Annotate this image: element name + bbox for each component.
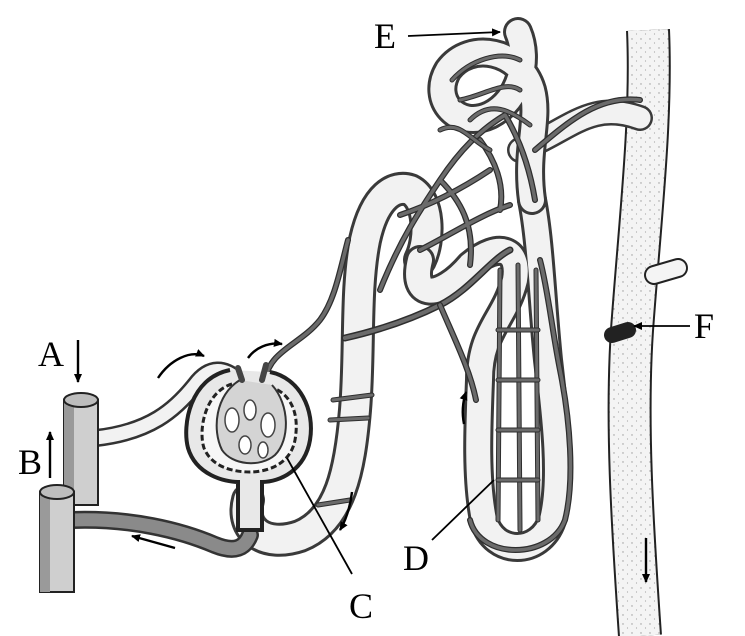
labels: A B C D E F: [18, 16, 714, 626]
label-D: D: [403, 538, 429, 578]
flow-arrows: [46, 338, 650, 583]
label-B: B: [18, 442, 42, 482]
leader-D: [431, 479, 495, 541]
arrow-afferent: [157, 349, 205, 379]
arrow-tubule-down: [338, 491, 354, 531]
glomerulus-capsule: [184, 362, 313, 532]
renal-tubule: [229, 17, 572, 562]
peritubular-capillaries: [262, 53, 643, 553]
arrow-efferent: [247, 338, 283, 359]
arrow-loop-up: [459, 391, 468, 425]
leader-lines: [286, 28, 690, 575]
label-A: A: [38, 334, 64, 374]
label-E: E: [374, 16, 396, 56]
arrow-vein-out: [131, 534, 176, 550]
label-C: C: [349, 586, 373, 626]
leader-C: [286, 457, 353, 575]
leader-E: [407, 28, 501, 37]
label-F: F: [694, 306, 714, 346]
